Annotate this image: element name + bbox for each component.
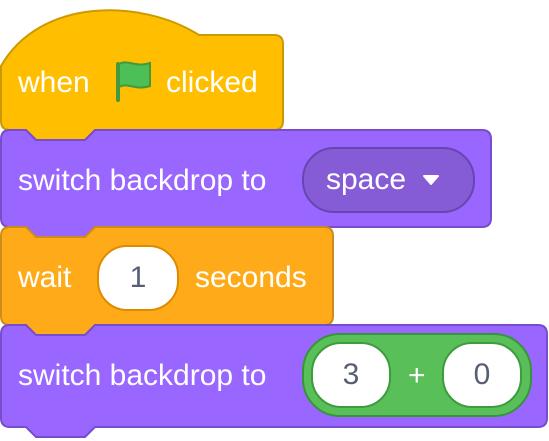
wait-duration-input[interactable]: 1 <box>97 245 179 311</box>
clicked-label: clicked <box>166 66 258 99</box>
seconds-label: seconds <box>195 261 307 294</box>
right-operand-input[interactable]: 0 <box>442 342 522 408</box>
backdrop-dropdown[interactable]: space <box>302 147 475 213</box>
plus-sign-label: + <box>408 359 426 392</box>
backdrop-dropdown-value: space <box>326 163 407 196</box>
left-operand-input[interactable]: 3 <box>311 342 391 408</box>
green-flag-icon <box>116 61 151 102</box>
when-label: when <box>18 66 90 99</box>
switch-backdrop-label: switch backdrop to <box>18 359 267 392</box>
wait-label: wait <box>18 261 72 294</box>
triangle-down-icon <box>423 175 440 185</box>
switch-backdrop-label: switch backdrop to <box>18 164 267 197</box>
